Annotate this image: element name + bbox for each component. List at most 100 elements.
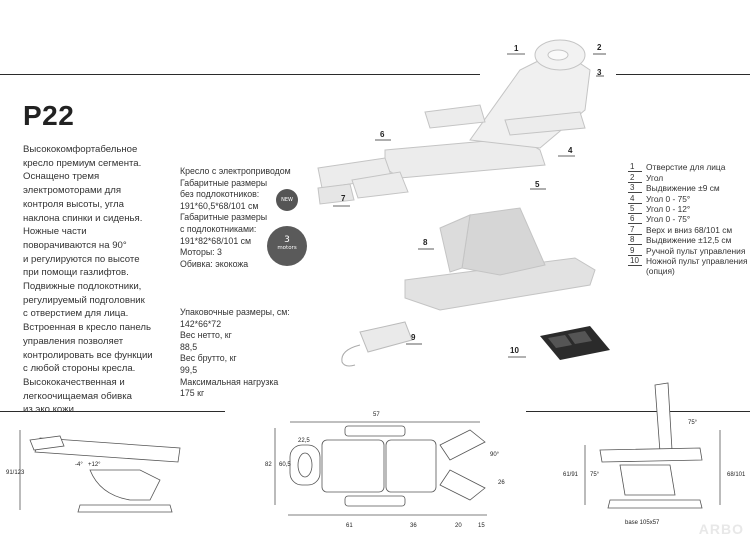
legend-row: 2 Угол [628,172,748,183]
legend-continuation: (опция) [646,265,675,276]
legend-label: Угол 0 - 75° [646,214,691,225]
legend-number: 8 [628,235,642,246]
dim-22-5: 22,5 [298,438,310,444]
legend-row: 1 Отверстие для лица [628,162,748,173]
dim-left-angle-1: -4° [75,462,83,468]
dim-left-height: 91/123 [6,470,25,476]
callout-6: 6 [380,130,385,139]
model-title: P22 [23,100,75,131]
legend-number: 5 [628,204,642,214]
callout-8: 8 [423,238,428,247]
specs-line: 191*82*68/101 см [180,235,252,246]
description-line: из эко кожи. [23,404,77,416]
legend-number: 2 [628,173,642,183]
specs-line: Обивка: экокожа [180,258,249,269]
legend-label: Отверстие для лица [646,162,726,173]
packaging-line: Вес брутто, кг [180,353,237,364]
legend-row: 4 Угол 0 - 75° [628,193,748,204]
description-line: кресло премиум сегмента. [23,157,142,169]
callout-3: 3 [597,68,602,77]
specs-line: без подлокотников: [180,189,260,200]
callout-7: 7 [341,194,346,203]
dim-26: 26 [498,480,505,486]
watermark: ARBO [698,521,744,537]
legend-number: 6 [628,214,642,225]
specs-line: Кресло с электроприводом [180,166,291,176]
description-line: и регулируются по высоте [23,253,140,265]
dim-right-angle-2: 75° [590,472,600,478]
callout-10: 10 [510,346,519,355]
callout-9: 9 [411,333,416,342]
dim-base: base 105x57 [625,520,660,526]
motors-count: 3 [284,235,290,245]
specs-line: с подлокотниками: [180,223,257,234]
dim-right-height-1: 61/91 [563,472,579,478]
description-line: контроля высоты, угла [23,198,124,210]
legend-number: 10 [628,256,642,266]
dim-60-5: 60,5 [279,462,291,468]
mid-rule-right [526,411,750,412]
new-badge: NEW [276,189,298,211]
top-rule-left [0,74,480,75]
description-line: с отверстием для лица. [23,308,129,320]
description-line: Встроенная в кресло панель [23,322,151,334]
callout-2: 2 [597,43,602,52]
legend-number: 1 [628,162,642,173]
legend-row: 5 Угол 0 - 12° [628,204,748,214]
description-line: Оснащено тремя [23,171,100,183]
description-line: с любой стороны кресла. [23,363,136,375]
description-line: управления позволяет [23,335,124,347]
side-view-left [19,430,181,513]
specs-line: Габаритные размеры [180,177,268,188]
dim-36: 36 [410,523,417,529]
description-line: легкоочищаемая обивка [23,390,132,402]
packaging-line: Вес нетто, кг [180,330,232,341]
dim-left-angle-2: +12° [88,462,101,468]
description-line: электромоторами для [23,185,122,197]
dim-90: 90° [490,452,500,458]
callout-4: 4 [568,146,573,155]
legend-number: 7 [628,225,642,235]
description-line: наклона спинки и сиденья. [23,212,143,224]
legend-number: 9 [628,246,642,256]
description-line: Высококачественная и [23,376,125,388]
motors-badge: 3 motors [267,226,307,266]
packaging-line: 88,5 [180,341,198,352]
description-line: Высококомфортабельное [23,144,138,155]
chair-photo [317,39,596,311]
legend-label: Ножной пульт управления [646,255,748,266]
legend-label: Выдвижение ±12,5 см [646,235,732,246]
legend-label: Ручной пульт управления [646,245,746,256]
foot-pedal [540,326,610,360]
legend-row: 10 Ножной пульт управления [628,256,748,266]
description-line: Ножные части [23,226,87,238]
description-line: Подвижные подлокотники, [23,281,142,293]
legend-label: Угол [646,172,664,183]
description: Высококомфортабельное кресло премиум сегм… [23,143,173,417]
packaging-line: 175 кг [180,388,205,399]
top-view [274,421,487,516]
legend-row: 9 Ручной пульт управления [628,245,748,256]
packaging-line: Упаковочные размеры, см: [180,307,290,317]
callout-1: 1 [514,44,519,53]
description-line: регулируемый подголовник [23,294,145,306]
specs-line: Моторы: 3 [180,247,222,258]
packaging-line: Максимальная нагрузка [180,376,279,387]
motors-text: motors [277,245,297,251]
legend-label: Угол 0 - 75° [646,193,691,204]
packaging-line: 142*66*72 [180,318,222,329]
dim-57: 57 [373,412,380,418]
dim-61: 61 [346,523,353,529]
legend-label: Угол 0 - 12° [646,203,691,214]
legend-number: 3 [628,183,642,194]
legend-row: 8 Выдвижение ±12,5 см [628,235,748,246]
top-rule-right [616,74,750,75]
legend-number: 4 [628,194,642,204]
dim-82: 82 [265,462,272,468]
